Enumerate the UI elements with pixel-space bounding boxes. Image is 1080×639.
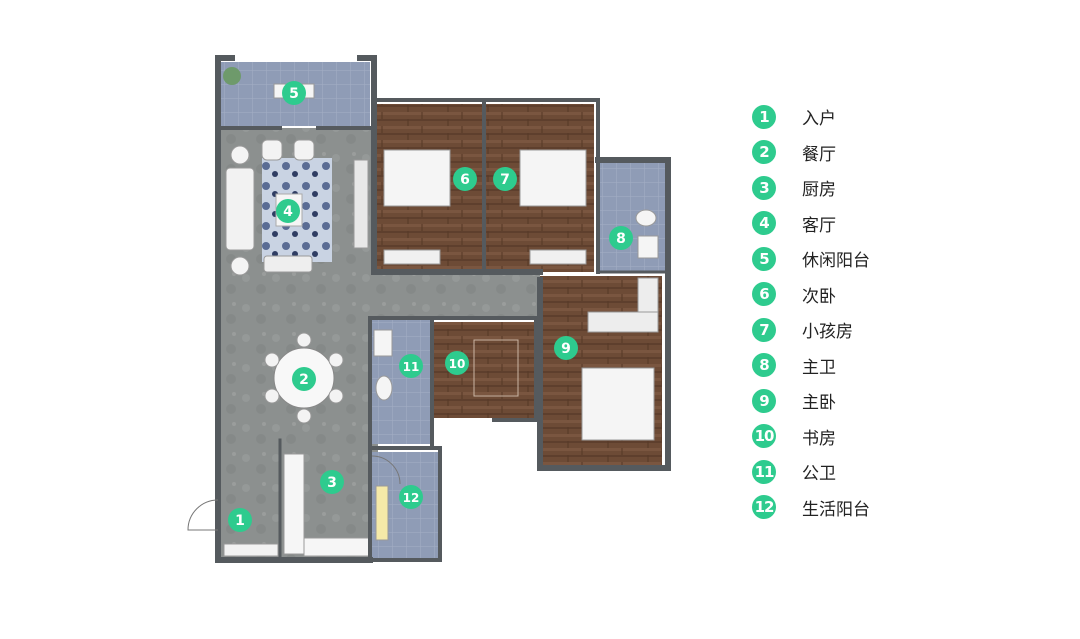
legend-label: 公卫	[802, 464, 836, 485]
room-badge-11: 11	[399, 354, 423, 378]
room-badges: 1 2 3 4 5 6 7 8 9 10 11 12	[228, 81, 633, 532]
walls	[215, 55, 671, 563]
svg-text:9: 9	[561, 341, 571, 357]
armchair	[293, 139, 315, 161]
svg-text:8: 8	[616, 231, 626, 247]
legend-number: 12	[752, 495, 776, 520]
room-badge-3: 3	[320, 470, 344, 494]
svg-text:5: 5	[289, 86, 299, 102]
legend-label: 厨房	[802, 180, 836, 201]
legend-item: 3 厨房	[752, 170, 972, 206]
room-badge-6: 6	[453, 167, 477, 191]
legend-number: 2	[752, 140, 776, 165]
desk	[473, 339, 519, 397]
dining-chair	[328, 388, 344, 404]
door	[371, 455, 401, 485]
legend-label: 生活阳台	[802, 499, 870, 520]
bed	[519, 149, 587, 207]
closet	[637, 277, 659, 313]
dining-chair	[296, 408, 312, 424]
shoe-cabinet	[223, 543, 279, 557]
entry-door	[187, 499, 219, 531]
sofa	[225, 167, 255, 251]
svg-text:10: 10	[449, 357, 466, 371]
sink	[637, 235, 659, 259]
legend-item: 7 小孩房	[752, 312, 972, 348]
svg-text:7: 7	[500, 172, 510, 188]
legend-number: 5	[752, 246, 776, 271]
room-badge-10: 10	[445, 351, 469, 375]
room-badge-12: 12	[399, 485, 423, 509]
svg-text:12: 12	[403, 491, 420, 505]
room-badge-7: 7	[493, 167, 517, 191]
floor-plan: 1 2 3 4 5 6 7 8 9 10 11 12	[187, 55, 671, 563]
legend-number: 7	[752, 317, 776, 342]
legend-number: 11	[752, 459, 776, 484]
room-badge-5: 5	[282, 81, 306, 105]
dining-chair	[296, 332, 312, 348]
legend-item: 4 客厅	[752, 206, 972, 242]
ottoman	[263, 255, 313, 273]
svg-text:11: 11	[403, 360, 420, 374]
washing-machine	[375, 485, 389, 541]
legend-label: 客厅	[802, 215, 836, 236]
legend-label: 休闲阳台	[802, 251, 870, 272]
legend-number: 1	[752, 104, 776, 129]
legend-number: 3	[752, 175, 776, 200]
legend-item: 8 主卫	[752, 348, 972, 384]
legend-item: 1 入户	[752, 99, 972, 135]
legend-item: 6 次卧	[752, 277, 972, 313]
room-badge-8: 8	[609, 226, 633, 250]
room-badge-9: 9	[554, 336, 578, 360]
legend-number: 8	[752, 353, 776, 378]
armchair	[261, 139, 283, 161]
master-bed	[581, 367, 655, 441]
legend-item: 9 主卧	[752, 383, 972, 419]
legend-item: 2 餐厅	[752, 135, 972, 171]
legend-item: 12 生活阳台	[752, 490, 972, 526]
toilet	[375, 375, 393, 401]
side-table	[230, 145, 250, 165]
kitchen-counter	[303, 537, 371, 557]
legend-item: 5 休闲阳台	[752, 241, 972, 277]
svg-text:6: 6	[460, 172, 470, 188]
svg-text:2: 2	[299, 372, 309, 388]
svg-text:1: 1	[235, 513, 245, 529]
tv-cabinet	[353, 159, 369, 249]
dining-chair	[328, 352, 344, 368]
legend-label: 主卧	[802, 393, 836, 414]
legend-label: 餐厅	[802, 144, 836, 165]
side-table	[230, 256, 250, 276]
room-badge-1: 1	[228, 508, 252, 532]
dining-chair	[264, 388, 280, 404]
legend-item: 11 公卫	[752, 454, 972, 490]
sink	[373, 329, 393, 357]
svg-text:4: 4	[283, 204, 293, 220]
bed	[383, 149, 451, 207]
legend-label: 主卫	[802, 357, 836, 378]
room-badge-2: 2	[292, 367, 316, 391]
corridor-floor	[370, 274, 540, 316]
legend-number: 4	[752, 211, 776, 236]
dining-chair	[264, 352, 280, 368]
kitchen-counter	[283, 453, 305, 555]
wardrobe	[529, 249, 587, 265]
legend-number: 10	[752, 424, 776, 449]
svg-text:3: 3	[327, 475, 337, 491]
walk-in-closet	[587, 311, 659, 333]
legend-item: 10 书房	[752, 419, 972, 455]
toilet	[635, 209, 657, 227]
room-legend: 1 入户 2 餐厅 3 厨房 4 客厅 5 休闲阳台 6 次卧 7 小孩房 8 主卫 9 主卧 1…	[752, 99, 972, 525]
legend-label: 书房	[802, 428, 836, 449]
legend-number: 6	[752, 282, 776, 307]
wardrobe	[383, 249, 441, 265]
legend-label: 入户	[802, 109, 836, 130]
room-badge-4: 4	[276, 199, 300, 223]
legend-label: 次卧	[802, 286, 836, 307]
legend-label: 小孩房	[802, 322, 853, 343]
legend-number: 9	[752, 388, 776, 413]
plant	[223, 67, 241, 85]
